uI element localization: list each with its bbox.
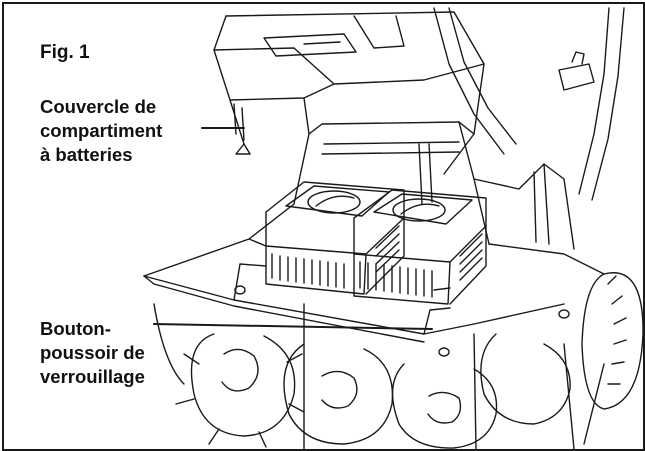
auger-icon [153,303,605,449]
handle-icon [433,7,625,201]
callout-line: poussoir de [40,342,145,363]
battery-compartment-cover [213,11,485,175]
callout-line: Couvercle de [40,96,157,117]
callout-line: verrouillage [40,366,145,387]
figure-title: Fig. 1 [40,41,92,65]
snow-thrower-illustration [143,7,643,449]
chassis-deck [143,238,605,357]
button-leader-line [153,323,433,330]
callout-line: à batteries [40,144,133,165]
battery-cover-callout: Couvercle de compartiment à batteries [40,95,165,167]
callout-line: compartiment [40,120,163,141]
callout-line: Bouton- [40,318,111,339]
lock-button-callout: Bouton- poussoir de verrouillage [40,317,147,389]
battery-compartment [248,121,575,250]
wheel-icon [581,272,643,410]
battery-right-icon [353,189,487,305]
